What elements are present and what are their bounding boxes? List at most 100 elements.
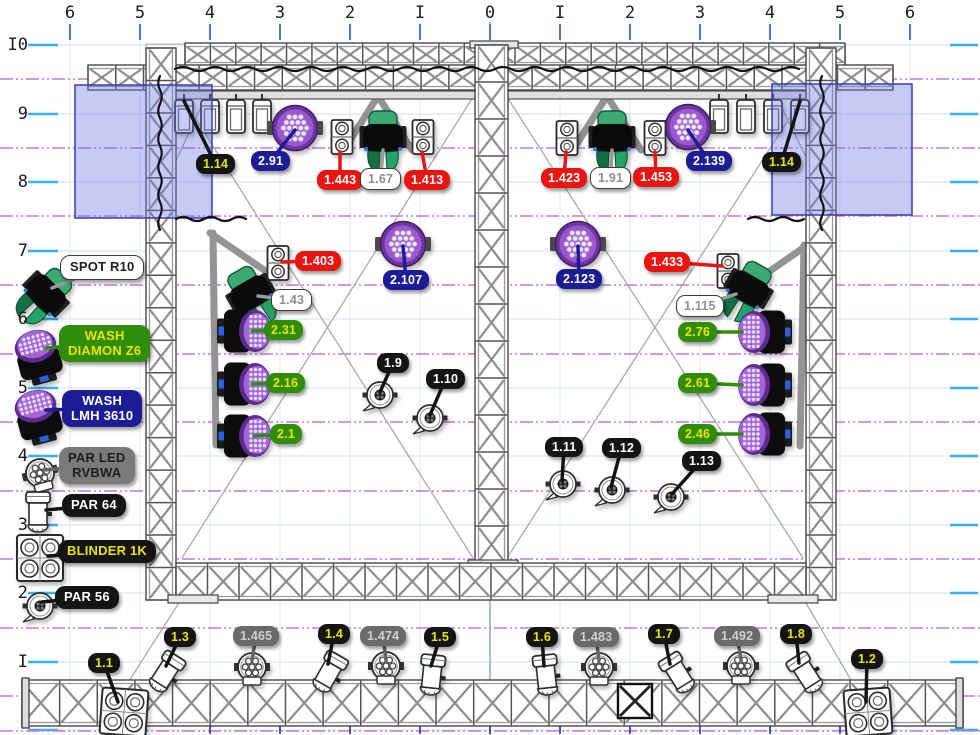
fixture-parledtop[interactable] bbox=[723, 651, 759, 685]
fixture-tag[interactable]: 1.1 bbox=[88, 653, 120, 673]
fixture-par56[interactable] bbox=[412, 404, 448, 435]
fixture-tag[interactable]: 1.8 bbox=[780, 624, 812, 644]
fixture-tag[interactable]: 2.107 bbox=[383, 270, 430, 290]
fixture-par56[interactable] bbox=[362, 381, 398, 412]
ruler-label-left: 6 bbox=[17, 309, 28, 329]
fixture-tag[interactable]: 1.483 bbox=[573, 627, 620, 647]
fixture-tag[interactable]: 1.7 bbox=[648, 624, 680, 644]
fixture-tag[interactable]: 2.139 bbox=[686, 151, 733, 171]
fixture-blinderv[interactable] bbox=[266, 245, 290, 281]
fixture-parledtop[interactable] bbox=[368, 651, 404, 685]
fixture-tag[interactable]: 2.123 bbox=[556, 269, 603, 289]
fixture-tag[interactable]: 2.16 bbox=[266, 373, 306, 393]
fixture-par56[interactable] bbox=[653, 483, 689, 514]
fixture-parledtop[interactable] bbox=[581, 652, 617, 686]
fixture-tag[interactable]: 1.115 bbox=[676, 295, 724, 317]
fixture-tag[interactable]: 1.10 bbox=[426, 369, 466, 389]
fixture-parledtop[interactable] bbox=[234, 652, 270, 686]
fixture-blinder4[interactable] bbox=[16, 534, 64, 582]
fixture-spottop[interactable] bbox=[711, 254, 782, 330]
fixture-par56[interactable] bbox=[594, 476, 630, 507]
fixture-tag[interactable]: 1.474 bbox=[360, 626, 407, 646]
fixture-tag[interactable]: 1.3 bbox=[164, 627, 196, 647]
fixture-spottop[interactable] bbox=[359, 110, 407, 173]
fixture-blinderv[interactable] bbox=[555, 120, 579, 156]
fixture-blinderv[interactable] bbox=[330, 119, 354, 155]
legend-tag[interactable]: SPOT R10 bbox=[60, 255, 145, 280]
fixture-blinderv[interactable] bbox=[716, 253, 740, 289]
fixture-tag[interactable]: 1.433 bbox=[644, 252, 691, 272]
fixture-tag[interactable]: 1.11 bbox=[545, 437, 584, 457]
fixture-washside[interactable] bbox=[738, 363, 792, 407]
fixture-washside[interactable] bbox=[738, 412, 792, 456]
fixture-tag[interactable]: 1.13 bbox=[682, 451, 722, 471]
fixture-tag[interactable]: 2.91 bbox=[251, 151, 291, 171]
fixture-parvert[interactable] bbox=[252, 94, 272, 134]
fixture-tag[interactable]: 2.76 bbox=[678, 322, 718, 342]
fixture-tag[interactable]: 1.5 bbox=[424, 627, 456, 647]
fixture-blinder4[interactable] bbox=[842, 686, 894, 735]
fixture-washside[interactable] bbox=[738, 310, 792, 354]
fixture-tag[interactable]: 1.4 bbox=[318, 624, 350, 644]
fixture-parvert[interactable] bbox=[736, 94, 756, 134]
fixture-parvert[interactable] bbox=[226, 94, 246, 134]
fixture-par64side[interactable] bbox=[25, 491, 52, 533]
fixture-par64side[interactable] bbox=[657, 649, 701, 697]
ruler-label-top: 6 bbox=[904, 3, 916, 23]
zone-highlight-right bbox=[771, 83, 913, 216]
fixture-par64side[interactable] bbox=[418, 653, 448, 697]
fixture-tag[interactable]: 2.46 bbox=[678, 424, 718, 444]
fixture-tag[interactable]: 1.14 bbox=[762, 152, 802, 172]
fixture-tag[interactable]: 2.61 bbox=[678, 373, 718, 393]
legend-tag[interactable]: PAR 64 bbox=[62, 494, 126, 517]
fixture-tag[interactable]: 1.453 bbox=[633, 167, 680, 187]
fixture-washtop[interactable] bbox=[660, 103, 716, 151]
legend-tag[interactable]: WASH LMH 3610 bbox=[62, 390, 143, 428]
fixture-spottop[interactable] bbox=[588, 110, 636, 173]
ruler-label-top: 5 bbox=[834, 3, 846, 23]
fixture-tag[interactable]: 1.9 bbox=[377, 353, 409, 373]
fixture-parvert[interactable] bbox=[174, 94, 194, 134]
ruler-label-left: I bbox=[17, 652, 28, 672]
fixture-tag[interactable]: 1.423 bbox=[541, 168, 588, 188]
fixture-parvert[interactable] bbox=[790, 94, 810, 134]
fixture-washside[interactable] bbox=[217, 309, 271, 353]
fixture-tag[interactable]: 1.403 bbox=[295, 251, 342, 271]
fixture-tag[interactable]: 1.465 bbox=[233, 626, 280, 646]
fixture-tag[interactable]: 1.67 bbox=[360, 168, 402, 190]
fixture-tag[interactable]: 1.443 bbox=[317, 170, 364, 190]
fixture-tag[interactable]: 1.43 bbox=[271, 289, 313, 311]
fixture-tag[interactable]: 1.14 bbox=[196, 154, 236, 174]
fixture-par64side[interactable] bbox=[145, 649, 189, 697]
fixture-tag[interactable]: 1.2 bbox=[851, 649, 883, 669]
fixture-washside[interactable] bbox=[217, 362, 271, 406]
fixture-blinder4[interactable] bbox=[98, 686, 150, 735]
fixture-blinderv[interactable] bbox=[411, 119, 435, 155]
fixture-washside[interactable] bbox=[217, 414, 271, 458]
fixture-par64side[interactable] bbox=[308, 649, 351, 697]
fixture-tag[interactable]: 1.6 bbox=[526, 627, 558, 647]
ruler-label-left: 8 bbox=[17, 172, 28, 192]
fixture-parvert[interactable] bbox=[709, 94, 729, 134]
legend-tag[interactable]: BLINDER 1K bbox=[58, 540, 157, 563]
fixture-par64side[interactable] bbox=[785, 649, 829, 697]
fixture-tag[interactable]: 2.1 bbox=[270, 424, 302, 444]
fixture-tag[interactable]: 1.413 bbox=[404, 170, 451, 190]
fixture-tag[interactable]: 1.91 bbox=[590, 167, 632, 189]
fixture-tag[interactable]: 1.492 bbox=[714, 626, 761, 646]
fixture-tag[interactable]: 1.12 bbox=[602, 438, 642, 458]
fixture-washtop[interactable] bbox=[267, 104, 323, 152]
fixture-tag[interactable]: 2.31 bbox=[264, 320, 304, 340]
legend-tag[interactable]: PAR LED RVBWA bbox=[59, 447, 135, 485]
fixture-par56[interactable] bbox=[545, 470, 581, 501]
fixture-washtop[interactable] bbox=[550, 220, 606, 268]
legend-tag[interactable]: PAR 56 bbox=[55, 586, 119, 609]
fixture-washtop[interactable] bbox=[375, 220, 431, 268]
fixture-par64side[interactable] bbox=[531, 653, 562, 697]
fixture-parvert[interactable] bbox=[763, 94, 783, 134]
fixture-parvert[interactable] bbox=[200, 94, 220, 134]
legend-tag[interactable]: WASH DIAMON Z6 bbox=[59, 325, 151, 363]
ruler-label-left: 2 bbox=[17, 583, 28, 603]
fixture-blinderv[interactable] bbox=[643, 120, 667, 156]
